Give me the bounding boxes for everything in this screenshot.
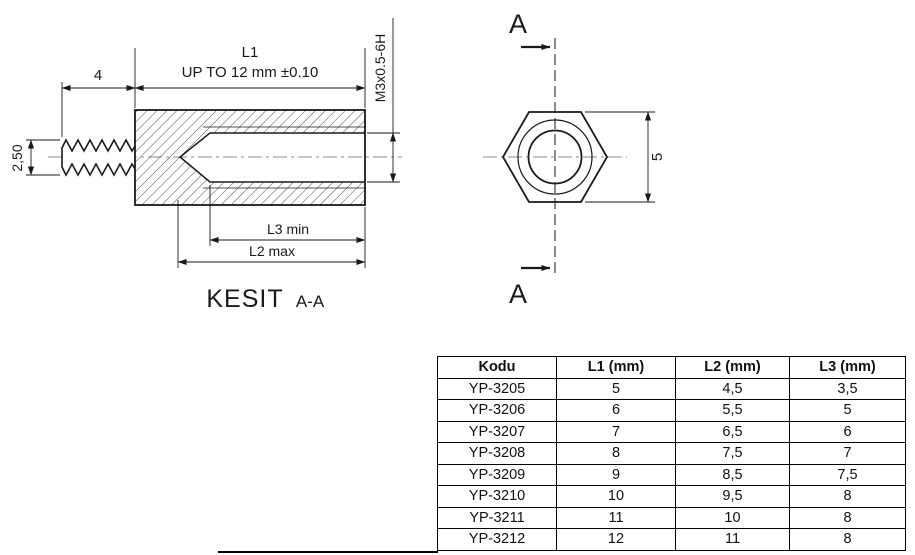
code-cell: YP-3206 (437, 399, 557, 422)
value-cell: 8,5 (675, 463, 790, 486)
hex-outline (501, 111, 609, 203)
value-cell: 8 (789, 485, 906, 508)
sheet-border-line (218, 551, 438, 553)
section-letter-bottom: A (509, 279, 527, 309)
section-dimensions (26, 18, 400, 268)
l3-min-label: L3 min (267, 221, 309, 237)
value-cell: 7 (789, 442, 906, 465)
value-cell: 5 (556, 377, 676, 400)
across-flats-label: 5 (649, 153, 666, 161)
bore-outline (178, 132, 365, 183)
view-title: KESIT (206, 285, 283, 313)
value-cell: 6 (789, 420, 906, 443)
section-view (48, 109, 402, 206)
value-cell: 8 (556, 442, 676, 465)
section-letter-top: A (509, 9, 527, 39)
value-cell: 10 (556, 485, 676, 508)
value-cell: 4,5 (675, 377, 790, 400)
body-outline (134, 109, 366, 206)
value-cell: 11 (556, 506, 676, 529)
value-cell: 7,5 (789, 463, 906, 486)
code-cell: YP-3208 (437, 442, 557, 465)
code-cell: YP-3207 (437, 420, 557, 443)
hatch-area (135, 110, 365, 205)
value-cell: 7,5 (675, 442, 790, 465)
column-header: L2 (mm) (675, 356, 790, 379)
code-cell: YP-3209 (437, 463, 557, 486)
value-cell: 10 (675, 506, 790, 529)
value-cell: 11 (675, 528, 790, 551)
value-cell: 6,5 (675, 420, 790, 443)
value-cell: 8 (789, 506, 906, 529)
code-cell: YP-3205 (437, 377, 557, 400)
code-cell: YP-3210 (437, 485, 557, 508)
threaded-stud (61, 138, 136, 177)
value-cell: 12 (556, 528, 676, 551)
value-cell: 6 (556, 399, 676, 422)
value-cell: 9,5 (675, 485, 790, 508)
value-cell: 7 (556, 420, 676, 443)
value-cell: 5 (789, 399, 906, 422)
column-header: L3 (mm) (789, 356, 906, 379)
code-cell: YP-3212 (437, 528, 557, 551)
stud-length-label: 4 (94, 67, 102, 84)
value-cell: 3,5 (789, 377, 906, 400)
value-cell: 5,5 (675, 399, 790, 422)
end-view (483, 38, 655, 278)
thread-spec-label: M3x0.5-6H (372, 34, 388, 102)
value-cell: 9 (556, 463, 676, 486)
column-header: L1 (mm) (556, 356, 676, 379)
column-header: Kodu (437, 356, 557, 379)
chamfer-circle (517, 119, 593, 195)
stud-diameter-label: 2,50 (9, 144, 25, 171)
view-title-suffix: A-A (296, 292, 325, 311)
value-cell: 8 (789, 528, 906, 551)
code-cell: YP-3211 (437, 506, 557, 529)
thread-hole-circle (527, 129, 583, 185)
l2-max-label: L2 max (249, 243, 295, 259)
l1-tolerance-label: UP TO 12 mm ±0.10 (182, 64, 319, 81)
l1-label: L1 (242, 44, 259, 61)
